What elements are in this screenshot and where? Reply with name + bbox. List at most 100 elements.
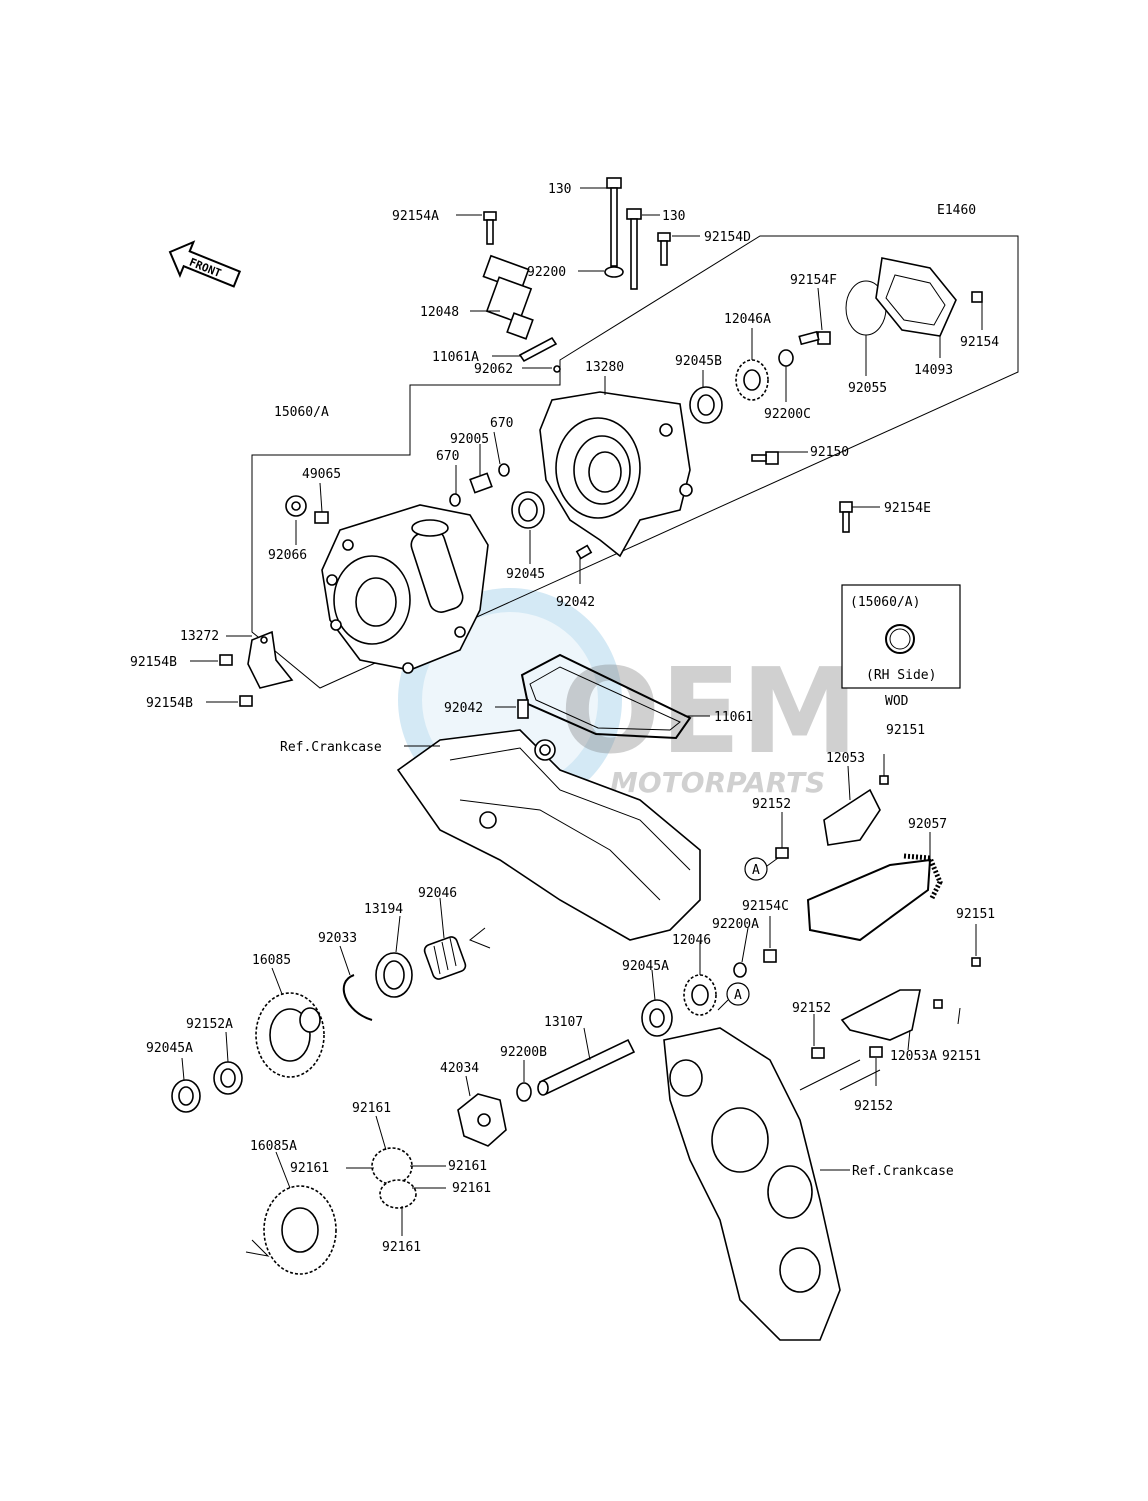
circlip-92033 [342,974,373,1021]
bolt-130-long [606,177,622,267]
needle-bearing-92046 [423,936,467,980]
bolt-92154C [763,949,777,963]
part-labels: 130 130 92154A 92154D 92200 12048 11061A… [130,182,999,1255]
carrier-42034 [457,1093,507,1147]
label-92152-c: 92152 [854,1099,893,1114]
label-92161-c: 92161 [448,1159,487,1174]
label-16085: 16085 [252,953,291,968]
label-92154B-a: 92154B [130,655,177,670]
housing-15060A [321,504,489,674]
label-92161-d: 92161 [452,1181,491,1196]
bolt-92154B-a [219,654,233,666]
marker-A-upper: A [744,857,779,881]
oring-670-a [449,493,461,507]
label-92152-a: 92152 [752,797,791,812]
collar-92152-c [869,1046,883,1058]
bearing-92045A-right [641,999,673,1037]
inset-note: (RH Side) [866,668,936,683]
washer-92200B [516,1082,532,1102]
label-92033: 92033 [318,931,357,946]
label-92062: 92062 [474,362,513,377]
label-42034: 42034 [440,1061,479,1076]
label-92152A: 92152A [186,1017,233,1032]
bracket-13272 [247,630,294,689]
watermark-sub: MOTORPARTS [610,766,825,799]
label-130-b: 130 [662,209,685,224]
label-92150: 92150 [810,445,849,460]
label-92152-b: 92152 [792,1001,831,1016]
label-92200A: 92200A [712,917,759,932]
bolt-92151-b [971,957,981,967]
guide-12053A [840,989,921,1041]
label-92151-c: 92151 [942,1049,981,1064]
leader-lines [181,187,983,1236]
washer-92200 [604,266,624,278]
label-14093: 14093 [914,363,953,378]
label-92005: 92005 [450,432,489,447]
label-16085A: 16085A [250,1139,297,1154]
label-12046: 12046 [672,933,711,948]
label-670-a: 670 [436,449,459,464]
label-92161-e: 92161 [382,1240,421,1255]
collar-92152A [213,1061,243,1095]
bolt-92151-c [933,999,943,1009]
guide-12053 [823,788,881,846]
label-12046A: 12046A [724,312,771,327]
collar-92152-b [811,1047,825,1059]
label-92046: 92046 [418,886,457,901]
gear-16085A [263,1185,337,1275]
label-92161-b: 92161 [290,1161,329,1176]
label-92200B: 92200B [500,1045,547,1060]
label-92154D: 92154D [704,230,751,245]
crankcase-upper [396,729,701,941]
label-13194: 13194 [364,902,403,917]
washer-92200C [778,349,794,367]
marker-A-upper-label: A [752,863,760,878]
arrow-92046 [469,927,491,949]
label-13107: 13107 [544,1015,583,1030]
gear-12046A [735,359,769,401]
gear-12046 [683,974,717,1016]
label-12048: 12048 [420,305,459,320]
collar-92152-a [775,847,789,859]
bolt-92154A [483,211,497,245]
inset-caption: WOD [885,694,909,709]
cover-14093 [875,257,957,337]
label-92045A-left: 92045A [146,1041,193,1056]
bolt-130-short [626,208,642,290]
label-11061A: 11061A [432,350,479,365]
label-92042-upper: 92042 [556,595,595,610]
label-92042-lower: 92042 [444,701,483,716]
label-92154E: 92154E [884,501,931,516]
label-11061: 11061 [714,710,753,725]
label-92200C: 92200C [764,407,811,422]
label-92154F: 92154F [790,273,837,288]
label-92055: 92055 [848,381,887,396]
bolt-92154F [798,330,831,346]
bearing-92045B [689,386,723,424]
bearing-92045A-left [171,1079,201,1113]
label-ref-crankcase-upper: Ref.Crankcase [280,740,382,755]
arrow-16085A [245,1239,270,1257]
bearing-13194 [375,952,413,998]
label-92151-a: 92151 [886,723,925,738]
label-92154: 92154 [960,335,999,350]
pin-92042-lower [517,699,529,719]
pinion-92161 [371,1147,417,1209]
bolt-92154 [971,291,983,303]
label-13272: 13272 [180,629,219,644]
valve-92005 [469,472,493,494]
chain-92057 [806,853,943,942]
pin-92062 [553,365,561,373]
shaft-13107 [537,1038,636,1096]
label-92066: 92066 [268,548,307,563]
gear-92066 [285,495,307,517]
label-92151-b: 92151 [956,907,995,922]
label-92045A-right: 92045A [622,959,669,974]
label-12053: 12053 [826,751,865,766]
watermark-brand: OEM [560,642,858,780]
plug-49065 [314,511,329,524]
bolt-92150 [751,451,779,465]
label-92045B: 92045B [675,354,722,369]
bolt-92154D [657,232,671,266]
